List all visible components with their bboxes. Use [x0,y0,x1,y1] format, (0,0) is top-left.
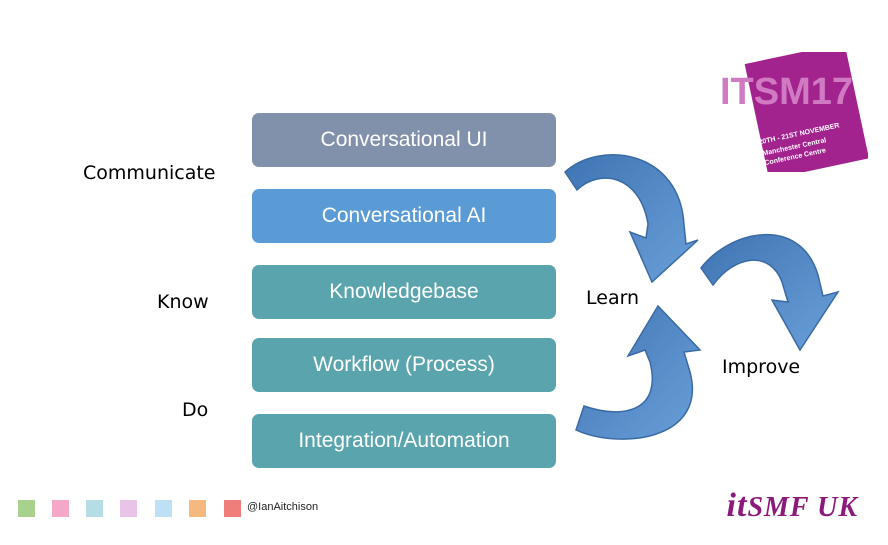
footer-square [86,500,103,517]
footer-square [155,500,172,517]
footer-square [189,500,206,517]
label-communicate: Communicate [83,162,216,184]
label-do: Do [182,399,209,421]
arrow-improve [700,234,840,352]
layer-label: Workflow (Process) [313,353,495,376]
logo-badge-shape [744,42,869,180]
label-know: Know [157,291,209,313]
footer-square [120,500,137,517]
layer-workflow: Workflow (Process) [252,338,556,392]
label-learn: Learn [586,287,640,309]
footer-square [52,500,69,517]
footer-square [18,500,35,517]
label-improve: Improve [722,356,801,378]
layer-conversational-ai: Conversational AI [252,189,556,243]
logo-title: ITSM17 [720,71,853,113]
layer-label: Conversational AI [321,204,487,227]
layer-label: Conversational UI [320,128,488,151]
layer-label: Knowledgebase [329,280,479,303]
arrow-top-to-learn [564,154,699,284]
event-logo: ITSM17 20TH - 21ST NOVEMBER Manchester C… [718,42,869,180]
footer-square [224,500,241,517]
layer-integration: Integration/Automation [252,414,556,468]
layer-label: Integration/Automation [298,429,510,452]
itsmf-logo: itSMF UK [727,487,858,525]
brand-it: it [726,487,748,524]
arrow-bottom-to-learn [575,304,702,440]
layer-knowledgebase: Knowledgebase [252,265,556,319]
twitter-handle: @IanAitchison [247,501,319,513]
layer-conversational-ui: Conversational UI [252,113,556,167]
brand-smf: SMF UK [747,492,858,523]
